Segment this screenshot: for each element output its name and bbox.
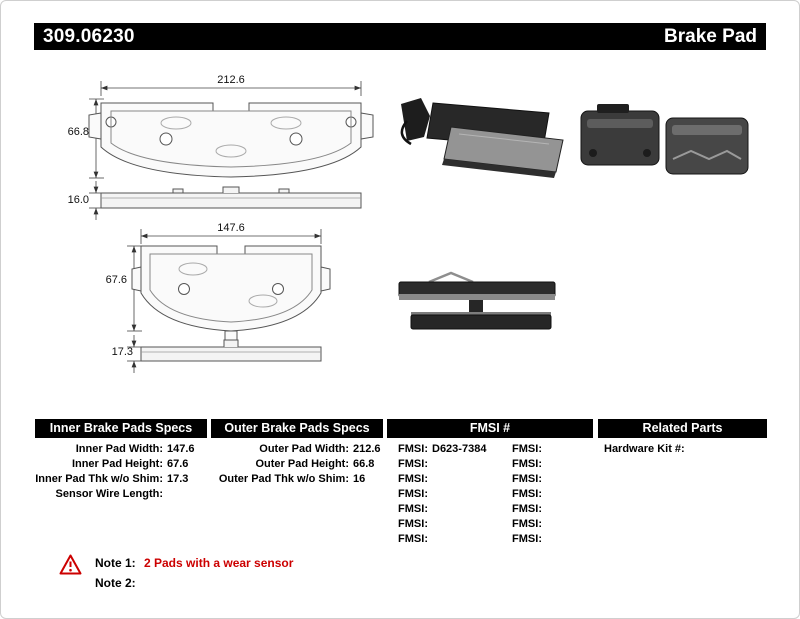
table-row: FMSI: FMSI: [392, 517, 598, 532]
spec-label: FMSI: [398, 443, 428, 455]
table-row: FMSI: FMSI: [392, 472, 598, 487]
spec-label: FMSI: [512, 488, 542, 500]
spec-label: FMSI: [398, 503, 428, 515]
spec-label: FMSI: [512, 473, 542, 485]
table-row: Outer Pad Width: 212.6 [211, 442, 383, 457]
inner-pad-front-drawing [127, 229, 331, 341]
warning-triangle-icon [59, 554, 82, 575]
note1-label: Note 1: [95, 556, 136, 570]
inner-specs-header: Inner Brake Pads Specs [35, 419, 207, 438]
spec-value: D623-7384 [432, 443, 487, 455]
table-row: Inner Pad Thk w/o Shim: 17.3 [35, 472, 207, 487]
spec-label: FMSI: [512, 533, 542, 545]
pad-photo-back [580, 104, 749, 175]
table-row: Sensor Wire Length: [35, 487, 207, 502]
spec-value: 66.8 [353, 458, 375, 470]
fmsi-cell: FMSI: D623-7384 [392, 442, 502, 457]
table-row: Outer Pad Height: 66.8 [211, 457, 383, 472]
fmsi-cell: FMSI: [502, 532, 546, 547]
table-row: Inner Pad Height: 67.6 [35, 457, 207, 472]
fmsi-cell: FMSI: [392, 532, 502, 547]
part-number: 309.06230 [43, 25, 135, 47]
outer-pad-side-drawing [89, 181, 362, 220]
spec-label: Hardware Kit #: [604, 443, 685, 455]
fmsi-table: FMSI: D623-7384 FMSI: FMSI: FMSI: FMSI: F… [392, 442, 598, 547]
table-row: FMSI: D623-7384 FMSI: [392, 442, 598, 457]
fmsi-cell: FMSI: [392, 472, 502, 487]
spec-label: FMSI: [512, 458, 542, 470]
outer-specs-header: Outer Brake Pads Specs [211, 419, 383, 438]
spec-label: Inner Pad Height: [71, 458, 163, 470]
spec-label: Outer Pad Thk w/o Shim: [218, 473, 349, 485]
drawings-canvas [88, 81, 749, 373]
table-row: Outer Pad Thk w/o Shim: 16 [211, 472, 383, 487]
spec-label: FMSI: [512, 518, 542, 530]
note1-text: 2 Pads with a wear sensor [144, 556, 294, 570]
table-row: FMSI: FMSI: [392, 457, 598, 472]
spec-value: 16 [353, 473, 366, 485]
spec-label: FMSI: [512, 503, 542, 515]
table-row: FMSI: FMSI: [392, 502, 598, 517]
pad-photo-edge [398, 271, 556, 330]
page-header: 309.06230 Brake Pad [34, 23, 766, 50]
fmsi-cell: FMSI: [502, 457, 546, 472]
fmsi-cell: FMSI: [502, 487, 546, 502]
fmsi-cell: FMSI: [392, 502, 502, 517]
inner-pad-width-dimension: 147.6 [217, 222, 245, 234]
spec-label: FMSI: [398, 518, 428, 530]
fmsi-cell: FMSI: [392, 517, 502, 532]
spec-label: Inner Pad Thk w/o Shim: [35, 473, 163, 485]
outer-pad-width-dimension: 212.6 [217, 74, 245, 86]
outer-specs-table: Outer Pad Width: 212.6 Outer Pad Height: 6… [211, 442, 383, 487]
spec-value: 147.6 [167, 443, 195, 455]
fmsi-cell: FMSI: [502, 502, 546, 517]
spec-label: Sensor Wire Length: [55, 488, 163, 500]
spec-label: Inner Pad Width: [75, 443, 163, 455]
spec-label: Outer Pad Width: [259, 443, 349, 455]
outer-pad-front-drawing [88, 81, 374, 179]
spec-label: Outer Pad Height: [255, 458, 349, 470]
fmsi-cell: FMSI: [502, 472, 546, 487]
related-parts-header: Related Parts [598, 419, 767, 438]
fmsi-cell: FMSI: [502, 442, 546, 457]
inner-pad-side-drawing [127, 335, 322, 373]
inner-pad-thickness-dimension: 17.3 [111, 346, 133, 358]
outer-pad-height-dimension: 66.8 [67, 126, 89, 138]
spec-label: FMSI: [398, 488, 428, 500]
note2-label: Note 2: [95, 576, 136, 590]
fmsi-cell: FMSI: [392, 487, 502, 502]
inner-pad-height-dimension: 67.6 [105, 274, 127, 286]
pad-photo-angled [400, 98, 564, 178]
spec-value: 212.6 [353, 443, 381, 455]
table-row: FMSI: FMSI: [392, 532, 598, 547]
inner-specs-table: Inner Pad Width: 147.6 Inner Pad Height: 6… [35, 442, 207, 502]
spec-label: FMSI: [398, 458, 428, 470]
spec-value: 67.6 [167, 458, 189, 470]
fmsi-cell: FMSI: [392, 457, 502, 472]
related-parts-table: Hardware Kit #: [598, 442, 767, 457]
table-row: Inner Pad Width: 147.6 [35, 442, 207, 457]
table-row: Hardware Kit #: [598, 442, 767, 457]
page-title: Brake Pad [664, 25, 757, 47]
spec-label: FMSI: [398, 473, 428, 485]
spec-label: FMSI: [398, 533, 428, 545]
fmsi-cell: FMSI: [502, 517, 546, 532]
outer-pad-thickness-dimension: 16.0 [67, 194, 89, 206]
spec-value: 17.3 [167, 473, 189, 485]
spec-label: FMSI: [512, 443, 542, 455]
fmsi-header: FMSI # [387, 419, 593, 438]
technical-drawings: 212.6 66.8 16.0 147.6 67.6 17.3 [1, 56, 799, 416]
table-row: FMSI: FMSI: [392, 487, 598, 502]
